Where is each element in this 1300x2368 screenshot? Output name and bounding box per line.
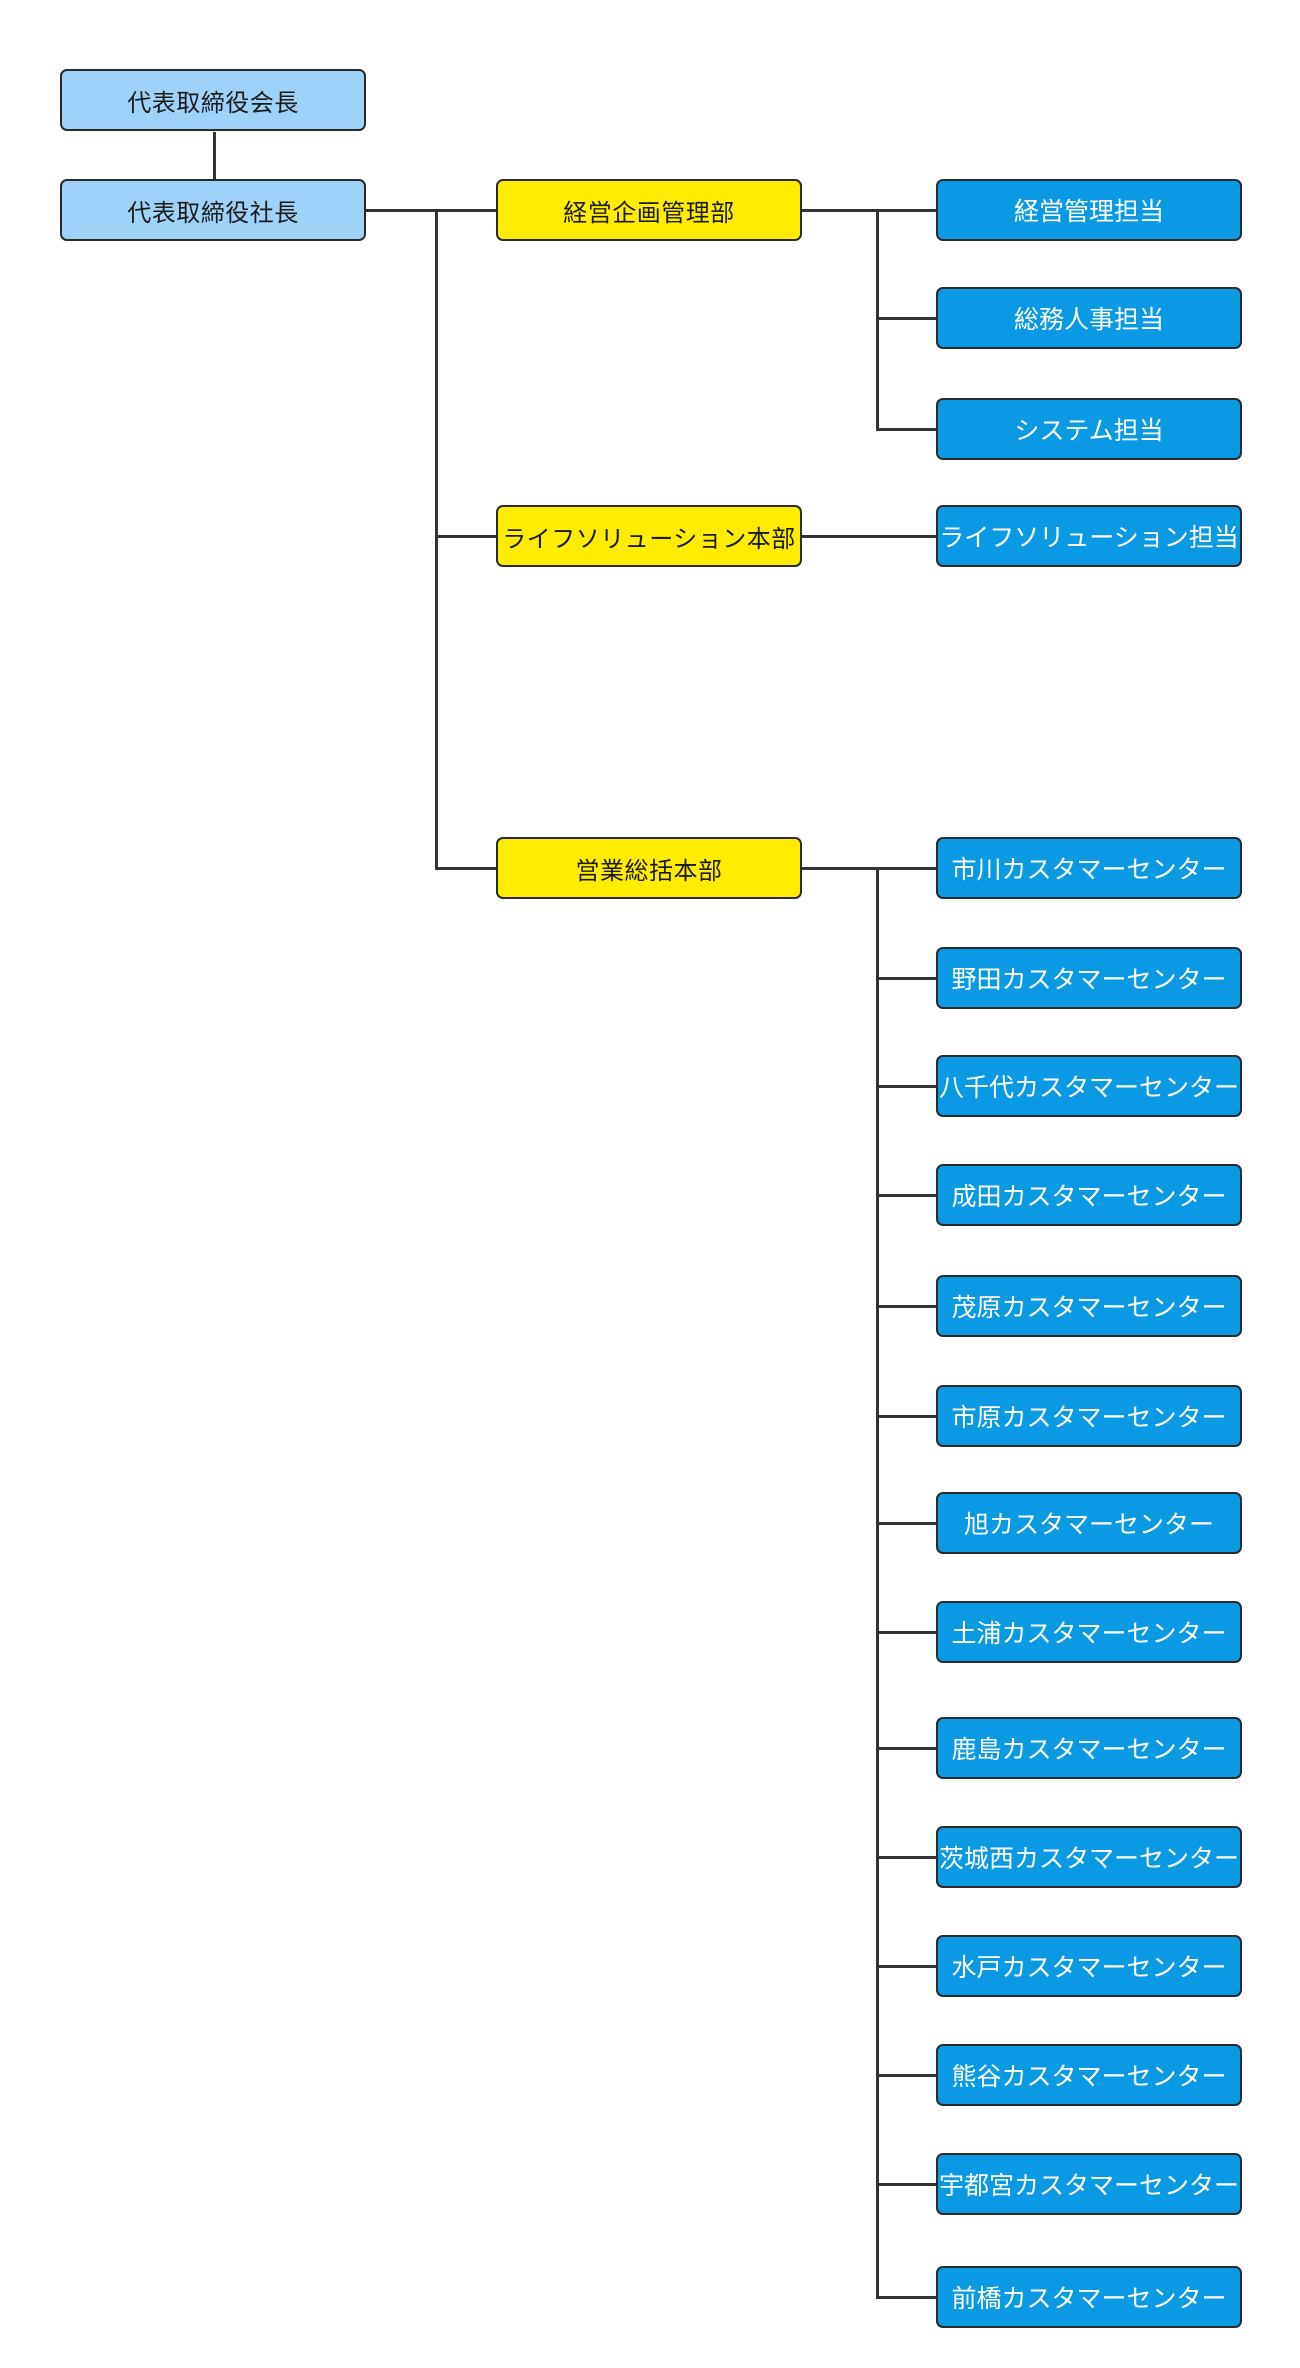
connector-unit-3 [876, 1415, 936, 1418]
connector-dept-2 [435, 535, 496, 538]
unit-label: 八千代カスタマーセンター [938, 1073, 1239, 1102]
chairman-label: 代表取締役会長 [127, 88, 299, 117]
dept-label: 経営企画管理部 [563, 198, 735, 227]
unit-box[interactable]: 水戸カスタマーセンター [936, 1935, 1242, 1997]
unit-box[interactable]: 市川カスタマーセンター [936, 837, 1242, 899]
unit-label: 茨城西カスタマーセンター [938, 1844, 1239, 1873]
unit-box[interactable]: 経営管理担当 [936, 179, 1242, 241]
connector-unit-3 [876, 1965, 936, 1968]
unit-box[interactable]: 八千代カスタマーセンター [936, 1055, 1242, 1117]
unit-box[interactable]: 市原カスタマーセンター [936, 1385, 1242, 1447]
unit-label: 熊谷カスタマーセンター [951, 2062, 1227, 2091]
connector-unit-2-1 [802, 535, 936, 538]
dept-label: 営業総括本部 [575, 856, 723, 885]
unit-box[interactable]: システム担当 [936, 398, 1242, 460]
connector-dept3-trunk [802, 867, 877, 870]
connector-unit-3 [876, 1522, 936, 1525]
connector-unit-3 [876, 2296, 936, 2299]
dept-management-planning-box[interactable]: 経営企画管理部 [496, 179, 802, 241]
connector-unit-3 [876, 1085, 936, 1088]
connector-dept1-trunk [802, 209, 877, 212]
connector-unit-3 [876, 1747, 936, 1750]
chairman-box[interactable]: 代表取締役会長 [60, 69, 366, 131]
unit-box[interactable]: 鹿島カスタマーセンター [936, 1717, 1242, 1779]
connector-dept-3 [435, 867, 496, 870]
connector-main-trunk [435, 209, 438, 869]
unit-label: ライフソリューション担当 [939, 523, 1239, 552]
connector-president-trunk [365, 209, 436, 212]
unit-label: 総務人事担当 [1013, 305, 1164, 334]
unit-label: 旭カスタマーセンター [963, 1510, 1214, 1539]
unit-box[interactable]: ライフソリューション担当 [936, 505, 1242, 567]
connector-unit-3 [876, 1194, 936, 1197]
unit-box[interactable]: 土浦カスタマーセンター [936, 1601, 1242, 1663]
connector-unit-1-1 [876, 209, 936, 212]
connector-unit-3 [876, 1631, 936, 1634]
unit-box[interactable]: 総務人事担当 [936, 287, 1242, 349]
connector-dept1-branch [876, 209, 879, 430]
unit-label: 成田カスタマーセンター [951, 1182, 1227, 1211]
unit-label: 野田カスタマーセンター [951, 965, 1227, 994]
connector-unit-1-3 [876, 428, 936, 431]
unit-label: 水戸カスタマーセンター [951, 1953, 1227, 1982]
connector-unit-1-2 [876, 317, 936, 320]
connector-unit-3 [876, 867, 936, 870]
unit-box[interactable]: 成田カスタマーセンター [936, 1164, 1242, 1226]
unit-label: 前橋カスタマーセンター [951, 2284, 1227, 2313]
connector-unit-3 [876, 2183, 936, 2186]
president-box[interactable]: 代表取締役社長 [60, 179, 366, 241]
connector-unit-3 [876, 1305, 936, 1308]
unit-box[interactable]: 旭カスタマーセンター [936, 1492, 1242, 1554]
unit-box[interactable]: 宇都宮カスタマーセンター [936, 2153, 1242, 2215]
connector-chairman-president [213, 132, 216, 179]
unit-box[interactable]: 野田カスタマーセンター [936, 947, 1242, 1009]
dept-life-solution-box[interactable]: ライフソリューション本部 [496, 505, 802, 567]
unit-label: 市原カスタマーセンター [951, 1403, 1227, 1432]
unit-label: 鹿島カスタマーセンター [951, 1735, 1227, 1764]
unit-box[interactable]: 前橋カスタマーセンター [936, 2266, 1242, 2328]
unit-box[interactable]: 熊谷カスタマーセンター [936, 2044, 1242, 2106]
dept-sales-hq-box[interactable]: 営業総括本部 [496, 837, 802, 899]
unit-label: システム担当 [1014, 416, 1164, 445]
connector-dept3-branch [876, 867, 879, 2298]
unit-label: 茂原カスタマーセンター [951, 1293, 1227, 1322]
connector-dept-1 [435, 209, 496, 212]
unit-label: 土浦カスタマーセンター [951, 1619, 1227, 1648]
connector-unit-3 [876, 1856, 936, 1859]
dept-label: ライフソリューション本部 [502, 524, 796, 553]
unit-label: 宇都宮カスタマーセンター [938, 2171, 1239, 2200]
connector-unit-3 [876, 977, 936, 980]
president-label: 代表取締役社長 [127, 198, 299, 227]
unit-box[interactable]: 茂原カスタマーセンター [936, 1275, 1242, 1337]
unit-label: 市川カスタマーセンター [951, 855, 1227, 884]
connector-unit-3 [876, 2074, 936, 2077]
unit-label: 経営管理担当 [1013, 197, 1164, 226]
unit-box[interactable]: 茨城西カスタマーセンター [936, 1826, 1242, 1888]
